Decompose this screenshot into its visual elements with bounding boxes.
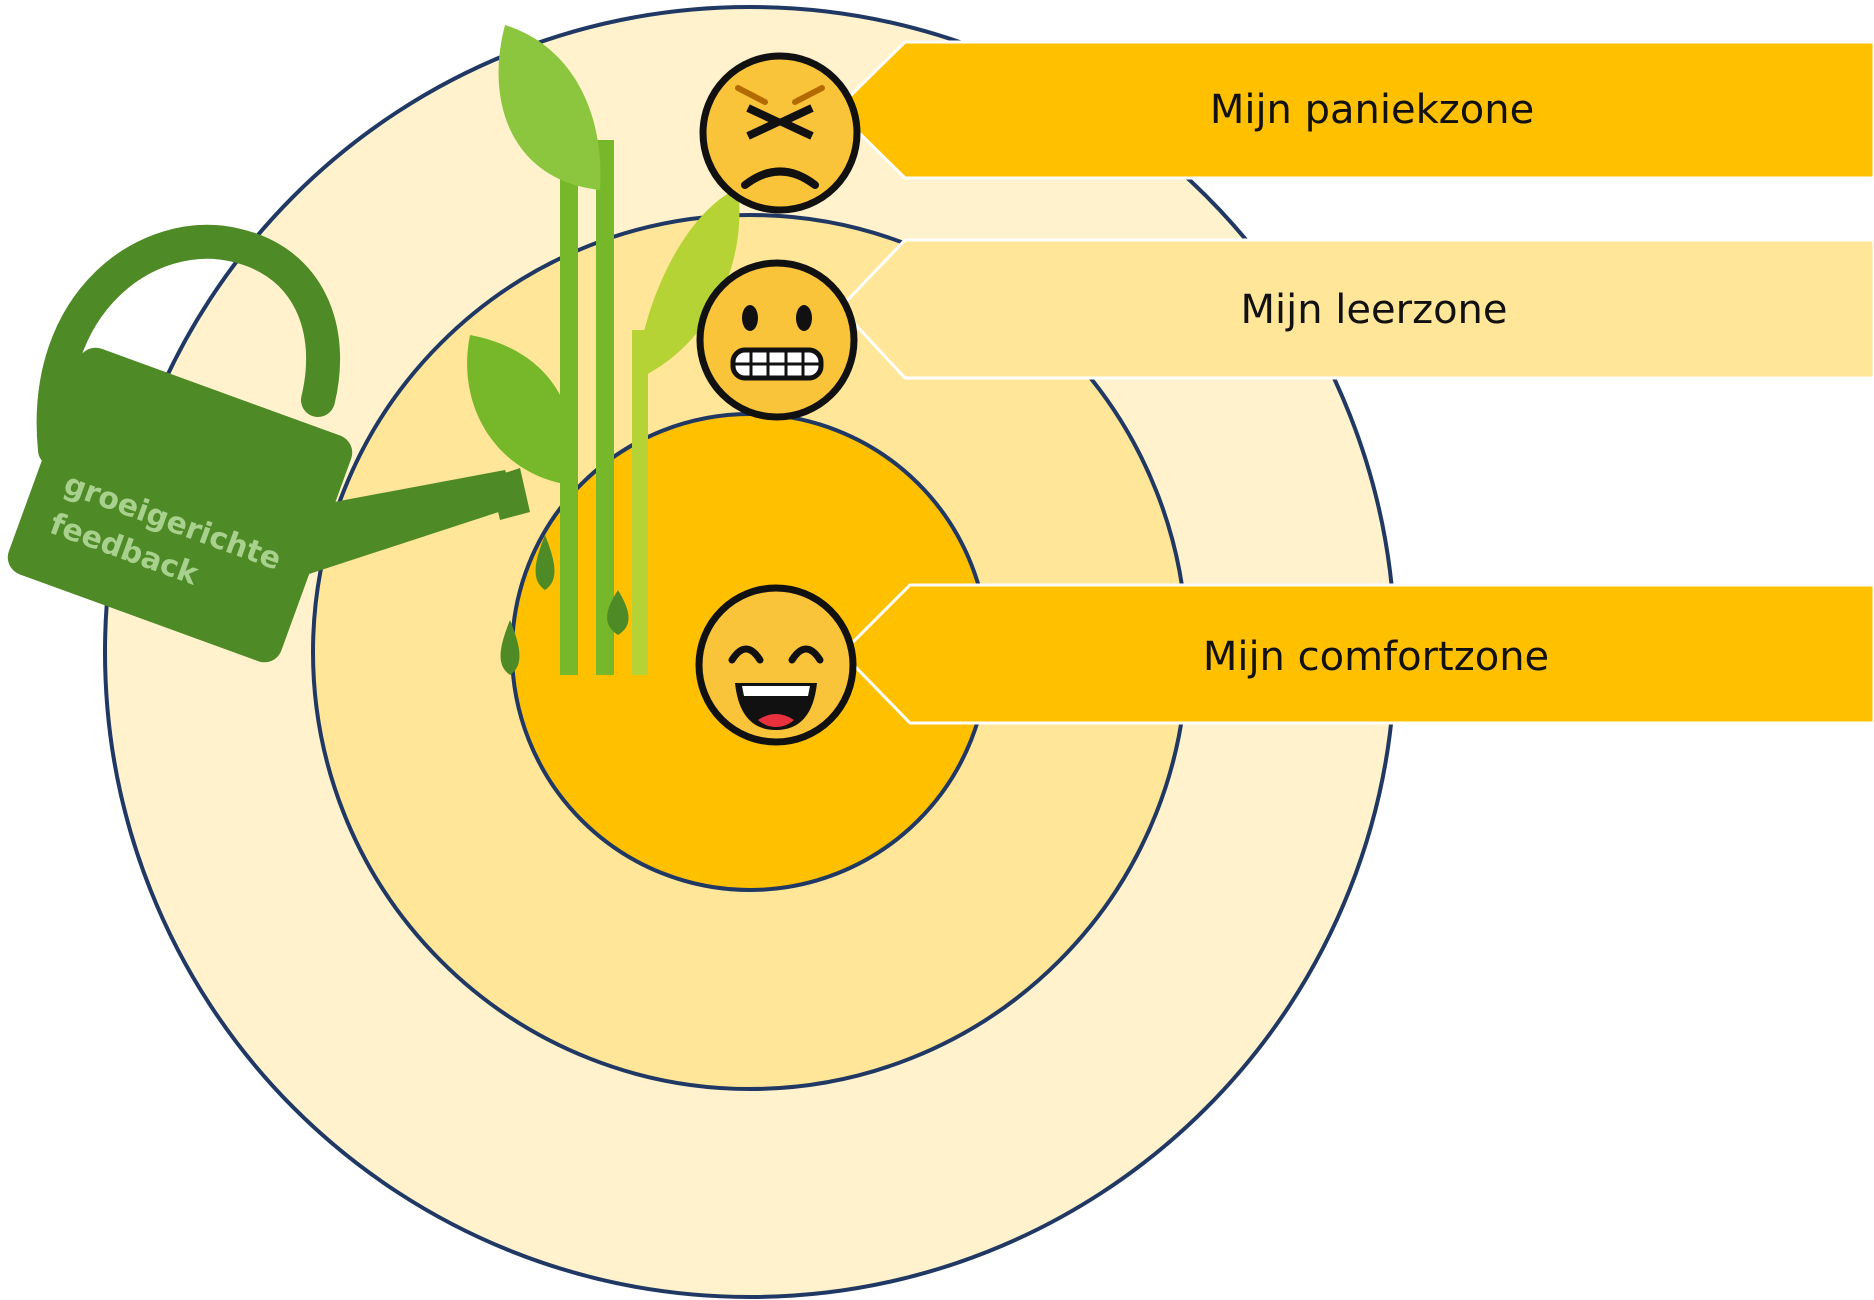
grimacing-face-icon (700, 263, 854, 417)
panic-zone-banner: Mijn paniekzone (836, 42, 1874, 178)
comfort-zone-label: Mijn comfortzone (1203, 634, 1549, 680)
panic-zone-label: Mijn paniekzone (1210, 87, 1534, 133)
learning-zone-banner: Mijn leerzone (840, 240, 1874, 378)
angry-squint-face-icon (703, 56, 857, 210)
learning-zone-label: Mijn leerzone (1240, 287, 1507, 333)
comfort-zone-banner: Mijn comfortzone (842, 585, 1874, 723)
grinning-face-icon (699, 588, 853, 742)
